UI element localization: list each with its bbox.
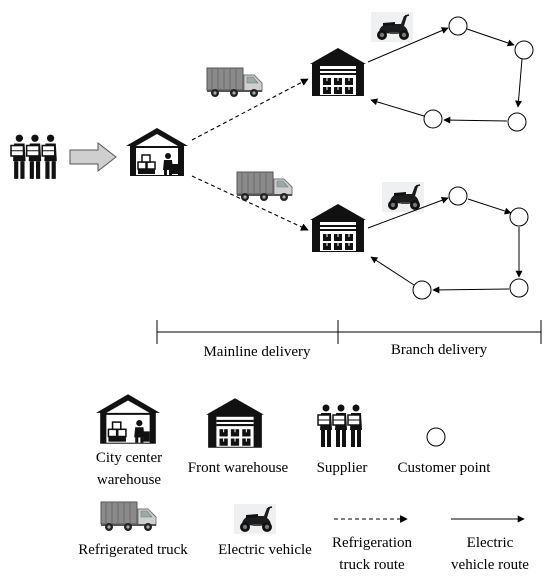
legend-city-center-label-line1: City center (96, 450, 162, 466)
customer-point-icon (514, 40, 534, 60)
customer-point-icon (509, 207, 529, 227)
legend-city-center-label-line2: warehouse (97, 472, 161, 488)
legend-customer-point-icon (426, 427, 446, 447)
electric-scooter-icon (382, 182, 424, 212)
legend-refrigerated-truck-label: Refrigerated truck (78, 542, 188, 558)
refrigeration-route-lower (191, 175, 309, 231)
flow-arrow-icon (69, 141, 117, 173)
legend-city-center-warehouse-icon (95, 393, 161, 445)
refrigeration-route-upper (191, 78, 309, 141)
front-warehouse-icon (309, 203, 367, 253)
electric-scooter-icon (371, 12, 413, 42)
legend-electric-scooter-icon (234, 504, 276, 534)
supplier-icon (11, 135, 57, 179)
customer-point-icon (509, 278, 529, 298)
legend-electric-vehicle-label: Electric vehicle (218, 542, 312, 558)
city-center-warehouse-icon (125, 127, 189, 177)
legend-refrigeration-route-label-line1: Refrigeration (332, 535, 412, 551)
legend-supplier-icon (318, 405, 362, 448)
refrigerated-truck-icon (206, 67, 263, 98)
customer-point-icon (448, 186, 468, 206)
front-warehouse-icon (309, 47, 367, 97)
delivery-scale-bar (156, 320, 542, 344)
mainline-delivery-label: Mainline delivery (203, 344, 311, 360)
legend-customer-point-label: Customer point (398, 460, 492, 476)
legend-front-warehouse-icon (205, 397, 265, 449)
customer-point-icon (448, 16, 468, 36)
refrigerated-truck-icon (236, 171, 293, 202)
legend-front-warehouse-label: Front warehouse (188, 460, 289, 476)
customer-point-icon (423, 109, 443, 129)
legend-electric-route-label-line1: Electric (467, 535, 514, 551)
legend-refrigeration-route-label-line2: truck route (339, 557, 405, 573)
legend-supplier-label: Supplier (317, 460, 368, 476)
legend-refrigerated-truck-icon (100, 501, 157, 532)
branch-delivery-label: Branch delivery (391, 342, 488, 358)
customer-point-icon (507, 112, 527, 132)
legend-electric-route-label-line2: vehicle route (451, 557, 529, 573)
customer-point-icon (412, 280, 432, 300)
